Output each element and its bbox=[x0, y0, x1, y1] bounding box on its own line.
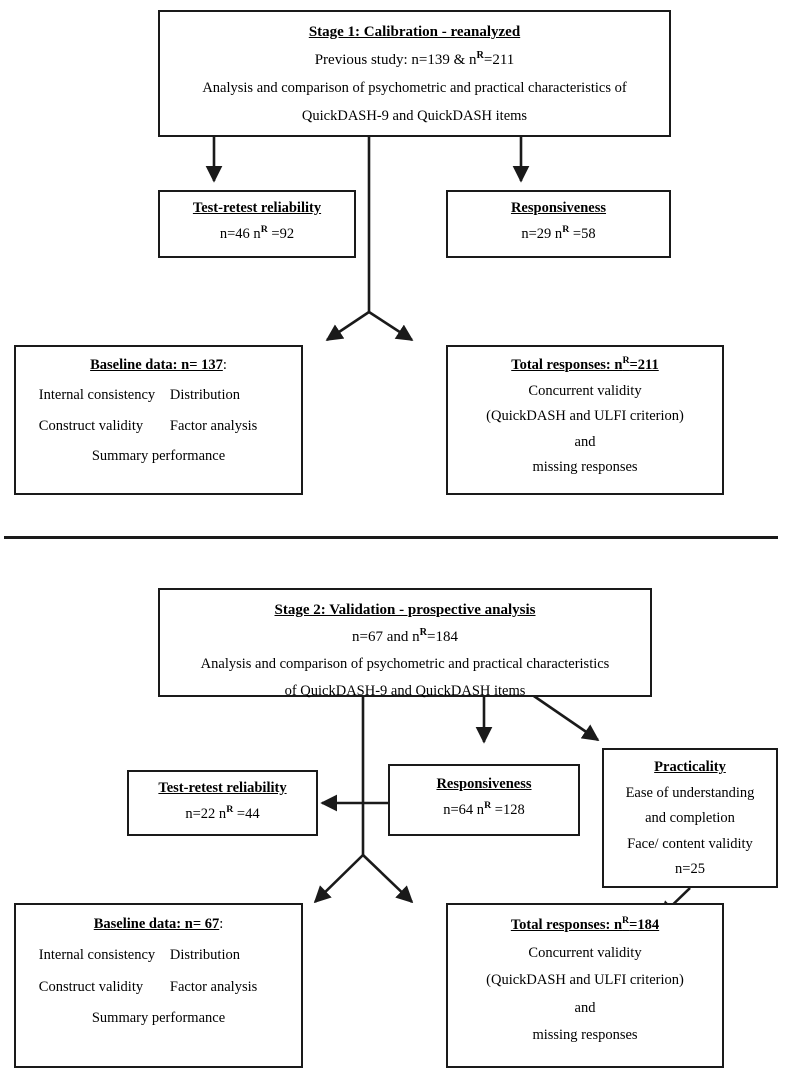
arrow-stage1-split-to-baseline bbox=[325, 310, 370, 342]
stage2-baseline-heading: Baseline data: n= 67: bbox=[93, 916, 224, 932]
stage2-total-responses-box[interactable]: Total responses: nR=184 Concurrent valid… bbox=[446, 903, 724, 1068]
arrow-stage2-split-to-baseline bbox=[313, 854, 364, 904]
stage1-baseline-row-2: Construct validity Factor analysis bbox=[16, 418, 301, 435]
stage1-responsiveness-box[interactable]: Responsiveness n=29 nR =58 bbox=[446, 190, 671, 258]
stage2-baseline-factor-analysis: Factor analysis bbox=[169, 978, 258, 995]
stage1-responsiveness-heading: Responsiveness bbox=[510, 200, 607, 216]
stage2-total-responses-heading: Total responses: nR=184 bbox=[510, 915, 660, 933]
stage2-analysis-line1: Analysis and comparison of psychometric … bbox=[200, 656, 610, 672]
stage2-test-retest-heading: Test-retest reliability bbox=[158, 780, 287, 796]
stage1-missing-responses: missing responses bbox=[532, 459, 638, 475]
arrow-stage2-top-to-practicality bbox=[527, 690, 600, 742]
stage1-baseline-box[interactable]: Baseline data: n= 137: Internal consiste… bbox=[14, 345, 303, 495]
stage1-test-retest-heading: Test-retest reliability bbox=[192, 200, 322, 216]
stage2-and-connector: and bbox=[574, 999, 596, 1016]
stage2-practicality-n: n=25 bbox=[675, 861, 705, 877]
stage2-criterion-note: (QuickDASH and ULFI criterion) bbox=[486, 972, 684, 988]
stage2-practicality-line3: Face/ content validity bbox=[627, 835, 753, 852]
stage2-top-box[interactable]: Stage 2: Validation - prospective analys… bbox=[158, 588, 652, 699]
stage1-and-connector: and bbox=[574, 433, 596, 450]
stage2-responsiveness-box[interactable]: Responsiveness n=64 nR =128 bbox=[388, 764, 580, 836]
arrow-stage1-split-to-total-responses bbox=[368, 310, 414, 342]
stage2-practicality-line2: and completion bbox=[645, 810, 735, 826]
stage1-previous-study: Previous study: n=139 & nR=211 bbox=[314, 50, 515, 68]
stage1-baseline-factor-analysis: Factor analysis bbox=[169, 417, 258, 434]
stage1-responsiveness-n: n=29 nR =58 bbox=[521, 223, 596, 242]
stage2-practicality-box[interactable]: Practicality Ease of understanding and c… bbox=[602, 748, 778, 888]
stage2-responsiveness-n: n=64 nR =128 bbox=[443, 799, 525, 818]
stage2-analysis-line2: of QuickDASH-9 and QuickDASH items bbox=[284, 682, 526, 699]
stage1-test-retest-n: n=46 nR =92 bbox=[219, 223, 295, 242]
stage2-test-retest-box[interactable]: Test-retest reliability n=22 nR =44 bbox=[127, 770, 318, 836]
stage1-baseline-internal-consistency: Internal consistency bbox=[38, 386, 156, 403]
stage1-concurrent-validity: Concurrent validity bbox=[528, 382, 642, 399]
stage1-baseline-construct-validity: Construct validity bbox=[38, 417, 144, 434]
stage2-practicality-heading: Practicality bbox=[654, 759, 726, 775]
stage2-baseline-row-2: Construct validity Factor analysis bbox=[16, 979, 301, 996]
stage2-responsiveness-heading: Responsiveness bbox=[436, 776, 532, 792]
stage2-baseline-distribution: Distribution bbox=[169, 946, 240, 963]
stage1-heading: Stage 1: Calibration - reanalyzed bbox=[308, 24, 521, 40]
stage2-sample-sizes: n=67 and nR=184 bbox=[352, 627, 458, 645]
stage1-baseline-distribution: Distribution bbox=[169, 386, 240, 403]
stage-separator-line bbox=[4, 536, 778, 539]
stage2-baseline-construct-validity: Construct validity bbox=[38, 978, 144, 995]
stage1-baseline-heading: Baseline data: n= 137: bbox=[90, 357, 227, 373]
stage2-practicality-line1: Ease of understanding bbox=[625, 784, 755, 801]
stage1-analysis-line1: Analysis and comparison of psychometric … bbox=[202, 80, 627, 96]
stage2-heading: Stage 2: Validation - prospective analys… bbox=[274, 602, 536, 618]
stage2-baseline-internal-consistency: Internal consistency bbox=[38, 946, 156, 963]
stage2-baseline-row-1: Internal consistency Distribution bbox=[16, 947, 301, 964]
stage2-concurrent-validity: Concurrent validity bbox=[528, 944, 642, 961]
stage1-baseline-summary-performance: Summary performance bbox=[91, 447, 226, 464]
stage1-analysis-line2: QuickDASH-9 and QuickDASH items bbox=[301, 107, 528, 124]
stage2-baseline-box[interactable]: Baseline data: n= 67: Internal consisten… bbox=[14, 903, 303, 1068]
stage1-test-retest-box[interactable]: Test-retest reliability n=46 nR =92 bbox=[158, 190, 356, 258]
stage2-missing-responses: missing responses bbox=[532, 1027, 638, 1043]
stage2-test-retest-n: n=22 nR =44 bbox=[185, 803, 260, 822]
stage1-total-responses-heading: Total responses: nR=211 bbox=[511, 355, 659, 373]
stage1-criterion-note: (QuickDASH and ULFI criterion) bbox=[486, 408, 684, 424]
stage1-top-box[interactable]: Stage 1: Calibration - reanalyzed Previo… bbox=[158, 10, 671, 137]
stage1-baseline-row-1: Internal consistency Distribution bbox=[16, 387, 301, 404]
stage2-baseline-summary-performance: Summary performance bbox=[91, 1009, 226, 1026]
arrow-stage2-split-to-total-responses bbox=[362, 854, 414, 904]
stage1-total-responses-box[interactable]: Total responses: nR=211 Concurrent valid… bbox=[446, 345, 724, 495]
